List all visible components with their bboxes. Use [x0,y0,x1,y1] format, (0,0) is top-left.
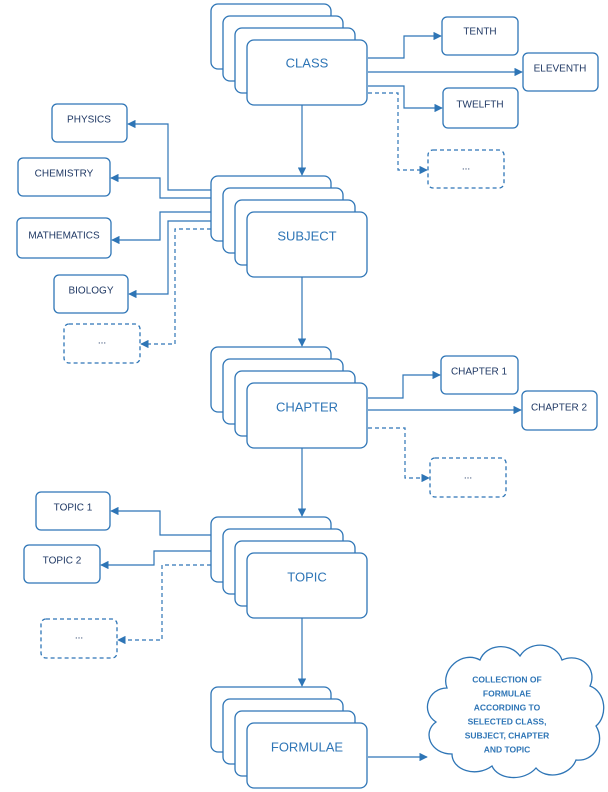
topic-stack: TOPIC [210,516,368,619]
chapter-item-more: ... [429,457,507,498]
chapter-item-more-label: ... [464,471,472,482]
class-stack: CLASS [210,3,368,106]
class-item-more-label: ... [462,162,470,173]
result-cloud: COLLECTION OF FORMULAE ACCORDING TO SELE… [426,644,605,779]
chapter-item-1-label: CHAPTER 1 [451,367,508,378]
class-label: CLASS [286,55,329,70]
subject-item-more-label: ... [98,336,106,347]
topic-item-2-label: TOPIC 2 [43,556,82,567]
subject-item-biology: BIOLOGY [53,274,129,314]
chapter-item-2: CHAPTER 2 [521,390,598,431]
class-item-eleventh-label: ELEVENTH [534,64,587,75]
cloud-line-6: AND TOPIC [484,744,531,754]
subject-item-more: ... [63,323,141,364]
cloud-line-1: COLLECTION OF [472,674,541,684]
chapter-label: CHAPTER [276,399,338,414]
topic-label: TOPIC [287,569,327,584]
topic-item-1-label: TOPIC 1 [54,503,93,514]
subject-item-chemistry-label: CHEMISTRY [35,169,94,180]
subject-item-physics: PHYSICS [51,103,128,143]
cloud-line-5: SUBJECT, CHAPTER [465,730,550,740]
cloud-line-2: FORMULAE [483,688,531,698]
class-item-twelfth-label: TWELFTH [456,100,503,111]
chapter-item-1: CHAPTER 1 [440,355,519,395]
topic-item-more-label: ... [75,631,83,642]
subject-stack: SUBJECT [210,175,368,278]
chapter-stack: CHAPTER [210,346,368,449]
chapter-item-2-label: CHAPTER 2 [531,403,588,414]
formulae-label: FORMULAE [271,739,344,754]
subject-item-mathematics: MATHEMATICS [16,217,112,259]
formulae-stack: FORMULAE [210,686,368,789]
subject-label: SUBJECT [277,228,336,243]
topic-item-more: ... [40,618,118,659]
subject-item-chemistry: CHEMISTRY [17,157,111,197]
class-item-eleventh: ELEVENTH [522,52,599,92]
subject-item-physics-label: PHYSICS [67,115,111,126]
class-item-tenth: TENTH [441,16,519,56]
class-item-tenth-label: TENTH [463,27,496,38]
topic-item-1: TOPIC 1 [35,491,111,531]
class-item-more: ... [427,149,505,189]
cloud-line-4: SELECTED CLASS, [468,716,547,726]
topic-item-2: TOPIC 2 [23,544,101,584]
class-item-twelfth: TWELFTH [442,87,519,129]
subject-item-mathematics-label: MATHEMATICS [28,231,100,242]
cloud-line-3: ACCORDING TO [474,702,541,712]
subject-item-biology-label: BIOLOGY [68,286,113,297]
